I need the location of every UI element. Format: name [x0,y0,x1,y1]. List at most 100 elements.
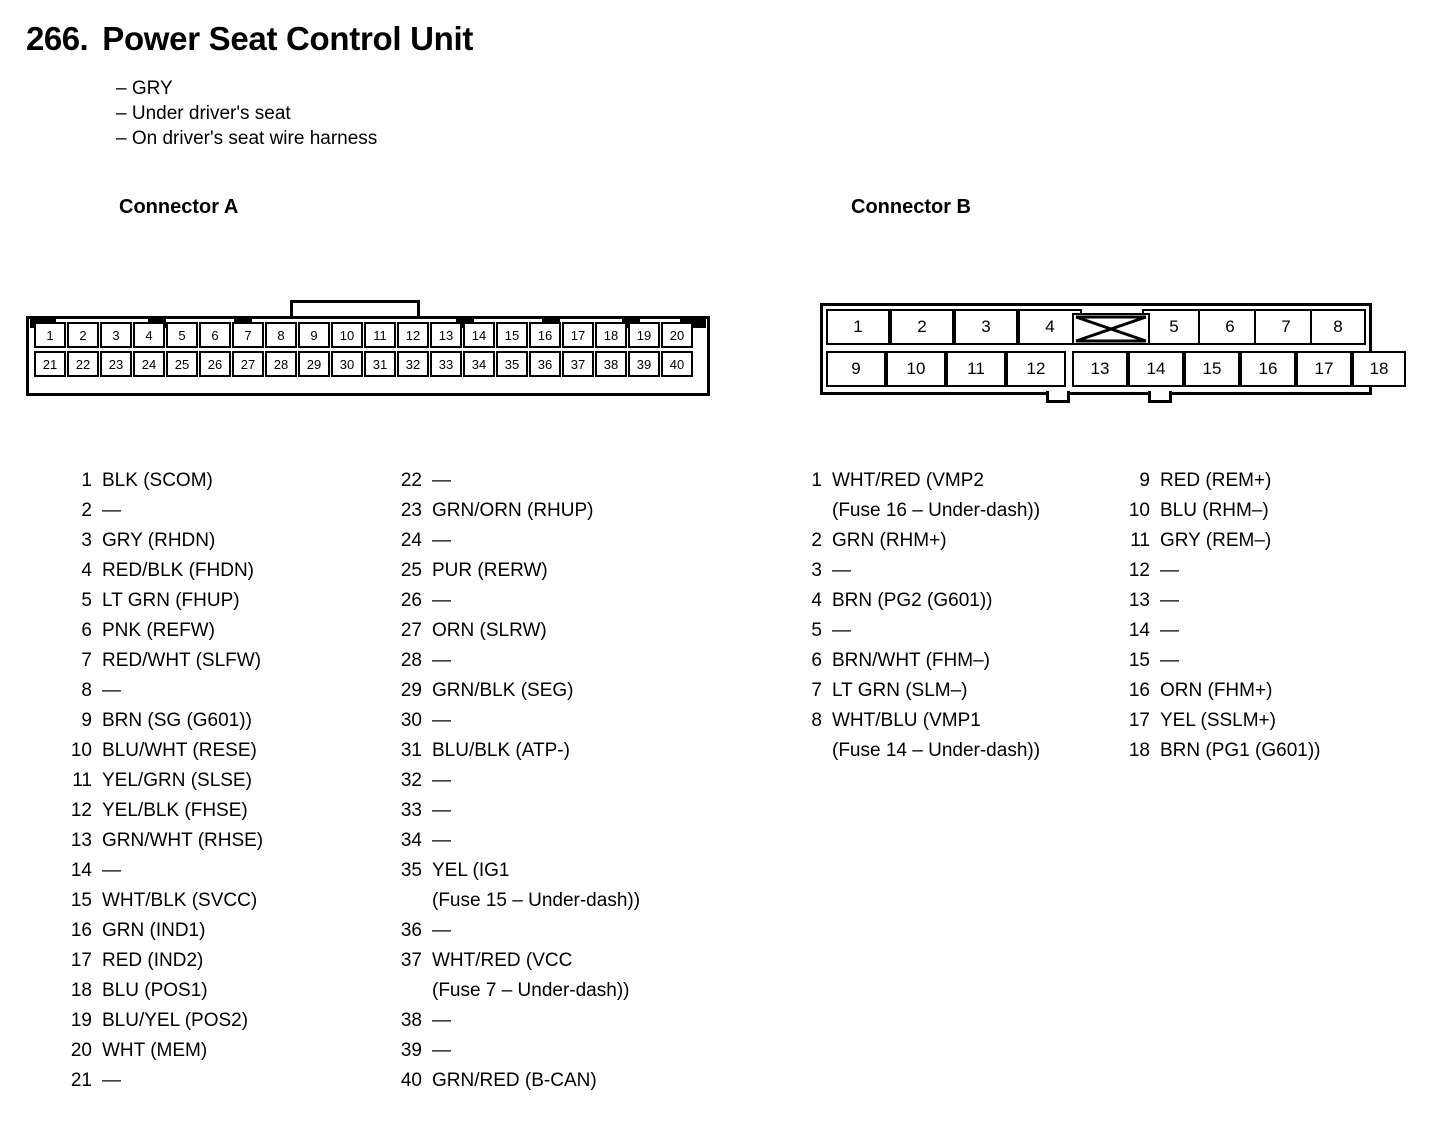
connector-a-pin-number: 8 [81,680,92,701]
connector-a-pin-description: GRN/WHT (RHSE) [102,830,264,851]
connector-a-pin-21: 21 [34,351,66,377]
connector-b-pin-1: 1 [826,309,890,345]
connector-a-pin-number: 29 [400,680,422,701]
connector-a-pin-row-continuation: (Fuse 7 – Under-dash)) [390,976,640,1006]
connector-a-pin-number: 5 [81,590,92,611]
connector-a-pin-number: 35 [400,860,422,881]
connector-a-pin-description: — [432,710,451,731]
connector-a-pin-number: 2 [81,500,92,521]
connector-b-pin-description: RED (REM+) [1160,470,1272,491]
connector-a-pin-32: 32 [397,351,429,377]
connector-b-pin-number: 17 [1128,710,1150,731]
connector-a-pin-number: 34 [400,830,422,851]
connector-b-pin-number: 13 [1128,590,1150,611]
connector-a-pin-description: — [432,920,451,941]
connector-a-pin-number: 36 [400,920,422,941]
connector-a-pin-33: 33 [430,351,462,377]
connector-a-pin-description: — [102,680,121,701]
connector-b-pin-description-continuation: (Fuse 16 – Under-dash)) [832,500,1041,521]
connector-a-pin-11: 11 [364,322,396,348]
connector-b-pin-row-continuation: (Fuse 16 – Under-dash)) [790,496,1040,526]
connector-b-pin-5: 5 [1142,309,1206,345]
connector-b-pin-description: ORN (FHM+) [1160,680,1273,701]
connector-a-pin-description: — [432,530,451,551]
connector-a-pin-25: 25 [166,351,198,377]
connector-b-pin-description: — [832,620,851,641]
connector-a-pin-9: 9 [298,322,330,348]
connector-a-pin-number: 33 [400,800,422,821]
connector-a-pin-number: 25 [400,560,422,581]
connector-a-pin-10: 10 [331,322,363,348]
connector-a-pin-description: YEL (IG1 [432,860,510,881]
connector-b-pin-9: 9 [826,351,886,387]
connector-b-pin-row: 15— [1118,646,1320,676]
connector-a-pin-description: PUR (RERW) [432,560,548,581]
connector-b-pin-number: 1 [811,470,822,491]
connector-b-pin-description: — [1160,650,1179,671]
connector-a-pin-29: 29 [298,351,330,377]
connector-b-pin-2: 2 [890,309,954,345]
connector-a-pin-number: 27 [400,620,422,641]
connector-a-pin-number: 17 [70,950,92,971]
connector-a-pin-34: 34 [463,351,495,377]
connector-a-pin-description: WHT/BLK (SVCC) [102,890,258,911]
subnote-item: – On driver's seat wire harness [116,128,378,149]
connector-b-heading: Connector B [851,196,971,218]
connector-b-pin-description: GRY (REM–) [1160,530,1272,551]
connector-a-pin-number: 37 [400,950,422,971]
connector-a-pin-description: — [432,590,451,611]
connector-a-pin-row: 28— [390,646,640,676]
connector-b-pin-description: WHT/BLU (VMP1 [832,710,981,731]
connector-b-pin-description-continuation: (Fuse 14 – Under-dash)) [832,740,1041,761]
connector-a-pin-row: 33— [390,796,640,826]
connector-a-pin-number: 4 [81,560,92,581]
connector-b-pin-16: 16 [1240,351,1296,387]
connector-a-pin-22: 22 [67,351,99,377]
connector-b-pin-number: 4 [811,590,822,611]
connector-a-pin-35: 35 [496,351,528,377]
connector-b-pin-8: 8 [1310,309,1366,345]
connector-a-pin-description: — [102,860,121,881]
connector-a-pin-16: 16 [529,322,561,348]
connector-a-pin-number: 22 [400,470,422,491]
connector-a-heading: Connector A [119,196,239,218]
connector-a-pin-description: YEL/BLK (FHSE) [102,800,248,821]
connector-a-pin-number: 21 [70,1070,92,1091]
connector-a-pin-13: 13 [430,322,462,348]
connector-b-pin-3: 3 [954,309,1018,345]
connector-b-pin-row: 13 — [1118,586,1320,616]
connector-b-pin-row: 12— [1118,556,1320,586]
connector-b-pin-description: — [832,560,851,581]
connector-a-pin-row: 24— [390,526,640,556]
connector-b-pin-number: 6 [811,650,822,671]
connector-a-pin-description: RED/WHT (SLFW) [102,650,262,671]
connector-b-pin-description: — [1160,590,1179,611]
connector-a-pin-description: BLU/WHT (RESE) [102,740,257,761]
connector-a-pin-number: 23 [400,500,422,521]
connector-a-pin-31: 31 [364,351,396,377]
connector-a-pin-17: 17 [562,322,594,348]
connector-a-pin-description: — [432,830,451,851]
connector-a-pin-number: 15 [70,890,92,911]
connector-a-pin-36: 36 [529,351,561,377]
connector-b-pin-number: 8 [811,710,822,731]
connector-a-pin-3: 3 [100,322,132,348]
connector-b-pin-13: 13 [1072,351,1128,387]
connector-a-pin-19: 19 [628,322,660,348]
